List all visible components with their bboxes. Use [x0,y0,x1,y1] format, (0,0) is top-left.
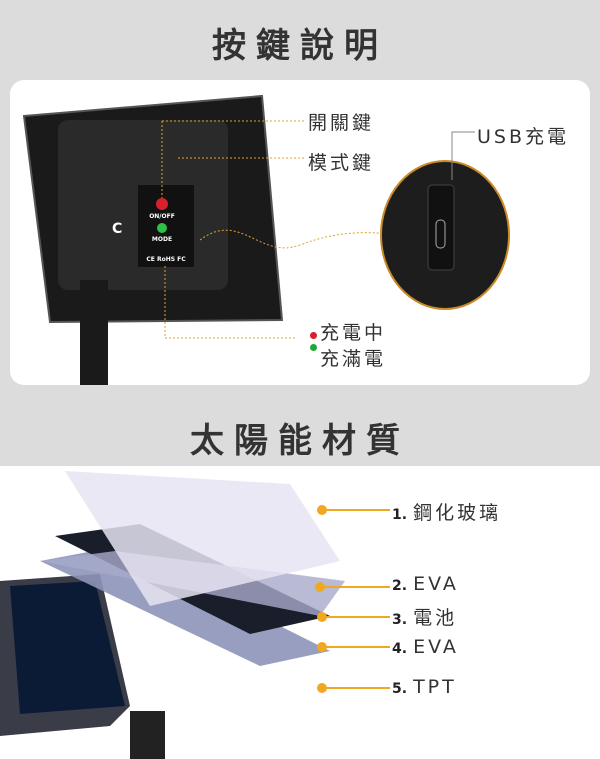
solar-layers-panel: 1.鋼化玻璃 2.EVA 3.電池 4.EVA 5.TPT [0,466,600,759]
certification-text: CE RoHS FC [146,256,186,263]
layer-label-3: 3.電池 [392,607,458,629]
button-guide-card: ON/OFF MODE CE RoHS FC C 開關鍵 模式鍵 USB充電 充… [10,80,590,385]
power-button-icon [156,198,168,210]
device-illustration: ON/OFF MODE CE RoHS FC C [22,94,510,385]
logo-text: C [112,221,122,237]
layers-illustration [0,471,390,759]
label-power-key: 開關鍵 [308,112,375,134]
red-dot-icon [310,332,317,339]
layer-label-5: 5.TPT [392,676,457,698]
label-charging-text: 充電中 [320,322,387,344]
label-usb-charging: USB充電 [477,126,570,148]
layer-label-1: 1.鋼化玻璃 [392,502,502,524]
layer-leaders [315,505,390,693]
led-leader [164,266,295,339]
stand-pole [80,280,108,385]
layer-glass [65,471,340,606]
stand-pole [130,711,165,759]
onoff-text: ON/OFF [149,213,175,220]
layer-label-2: 2.EVA [392,573,459,595]
section-title-buttons: 按鍵說明 [212,26,388,66]
usb-c-port-icon [435,219,446,249]
mode-button-icon [157,223,167,233]
label-mode-key: 模式鍵 [308,152,375,174]
label-full: 充滿電 [310,344,386,371]
green-dot-icon [310,344,317,351]
usb-label-line [451,131,475,180]
layer-eva-bottom [40,546,330,666]
mode-text: MODE [152,236,172,243]
label-full-text: 充滿電 [320,348,387,370]
label-charging: 充電中 [310,318,386,345]
stand-joint [66,208,126,248]
usb-leader [199,229,421,249]
layer-label-4: 4.EVA [392,636,459,658]
section-title-materials: 太陽能材質 [190,421,410,461]
